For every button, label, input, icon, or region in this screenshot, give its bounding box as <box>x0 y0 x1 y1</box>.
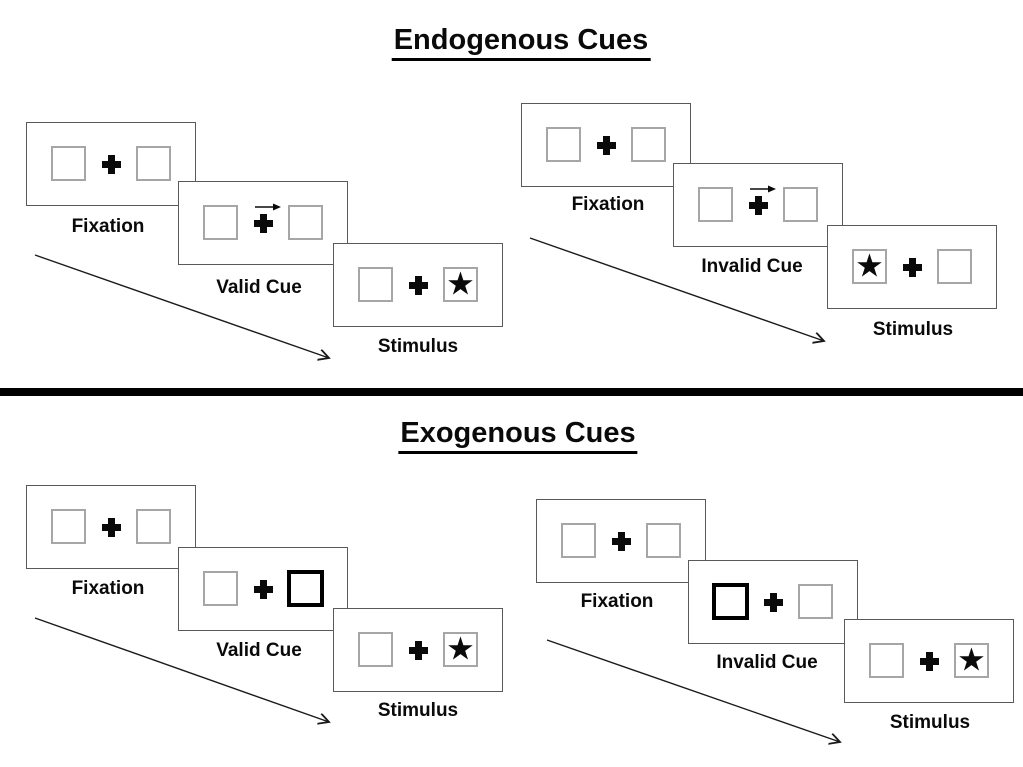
fixation-cross-icon <box>597 136 616 155</box>
fixation-cross-icon <box>102 155 121 174</box>
star-icon: ★ <box>957 639 986 678</box>
frame-label: Fixation <box>571 194 645 215</box>
left-box-highlight-cue <box>712 583 749 620</box>
left-box <box>51 146 86 181</box>
star-icon: ★ <box>446 263 475 302</box>
left-box <box>51 509 86 544</box>
frame-label: Stimulus <box>889 712 971 733</box>
stimulus-frame: ★ <box>844 619 1014 703</box>
fixation-cross-icon <box>612 532 631 551</box>
stimulus-frame: ★ <box>827 225 997 309</box>
fixation-cross-icon <box>254 214 273 233</box>
fixation-cross-icon <box>102 518 121 537</box>
fixation-cross-icon <box>749 196 768 215</box>
cue-arrow-right-icon <box>255 203 281 211</box>
frame-label: Fixation <box>580 591 654 612</box>
left-box <box>203 571 238 606</box>
star-icon: ★ <box>446 628 475 667</box>
fixation-cross-icon <box>920 652 939 671</box>
left-box-with-target: ★ <box>852 249 887 284</box>
section-title-endogenous: Endogenous Cues <box>391 24 651 61</box>
cue-arrow-right-icon <box>750 185 776 193</box>
right-box <box>631 127 666 162</box>
valid-cue-frame <box>178 547 348 631</box>
frame-label: Fixation <box>71 578 145 599</box>
right-box-highlight-cue <box>287 570 324 607</box>
frame-label: Valid Cue <box>216 277 302 298</box>
fixation-cross-icon <box>903 258 922 277</box>
frame-label: Invalid Cue <box>716 652 818 673</box>
left-box <box>698 187 733 222</box>
right-box <box>937 249 972 284</box>
fixation-cross-icon <box>409 641 428 660</box>
timeline-arrow-exo-valid <box>34 617 329 722</box>
stimulus-frame: ★ <box>333 243 503 327</box>
invalid-cue-frame <box>688 560 858 644</box>
frame-label: Stimulus <box>872 319 954 340</box>
valid-cue-frame <box>178 181 348 265</box>
right-box <box>798 584 833 619</box>
fixation-frame <box>521 103 691 187</box>
right-box <box>783 187 818 222</box>
fixation-cross-icon <box>764 593 783 612</box>
fixation-cross-icon <box>409 276 428 295</box>
section-divider <box>0 388 1023 396</box>
frame-label: Stimulus <box>377 700 459 721</box>
timeline-arrow-endo-valid <box>34 254 329 358</box>
frame-label: Valid Cue <box>216 640 302 661</box>
star-icon: ★ <box>855 245 884 284</box>
left-box <box>358 267 393 302</box>
left-box <box>203 205 238 240</box>
frame-label: Stimulus <box>377 336 459 357</box>
right-box-with-target: ★ <box>954 643 989 678</box>
fixation-frame <box>536 499 706 583</box>
left-box <box>546 127 581 162</box>
right-box <box>136 509 171 544</box>
frame-label: Fixation <box>71 216 145 237</box>
fixation-cross-icon <box>254 580 273 599</box>
stimulus-frame: ★ <box>333 608 503 692</box>
section-title-exogenous: Exogenous Cues <box>398 417 638 454</box>
right-box <box>136 146 171 181</box>
right-box-with-target: ★ <box>443 267 478 302</box>
right-box-with-target: ★ <box>443 632 478 667</box>
fixation-frame <box>26 122 196 206</box>
right-box <box>646 523 681 558</box>
left-box <box>869 643 904 678</box>
fixation-frame <box>26 485 196 569</box>
frame-label: Invalid Cue <box>701 256 803 277</box>
timeline-arrow-endo-invalid <box>529 237 824 341</box>
left-box <box>358 632 393 667</box>
invalid-cue-frame <box>673 163 843 247</box>
right-box <box>288 205 323 240</box>
left-box <box>561 523 596 558</box>
